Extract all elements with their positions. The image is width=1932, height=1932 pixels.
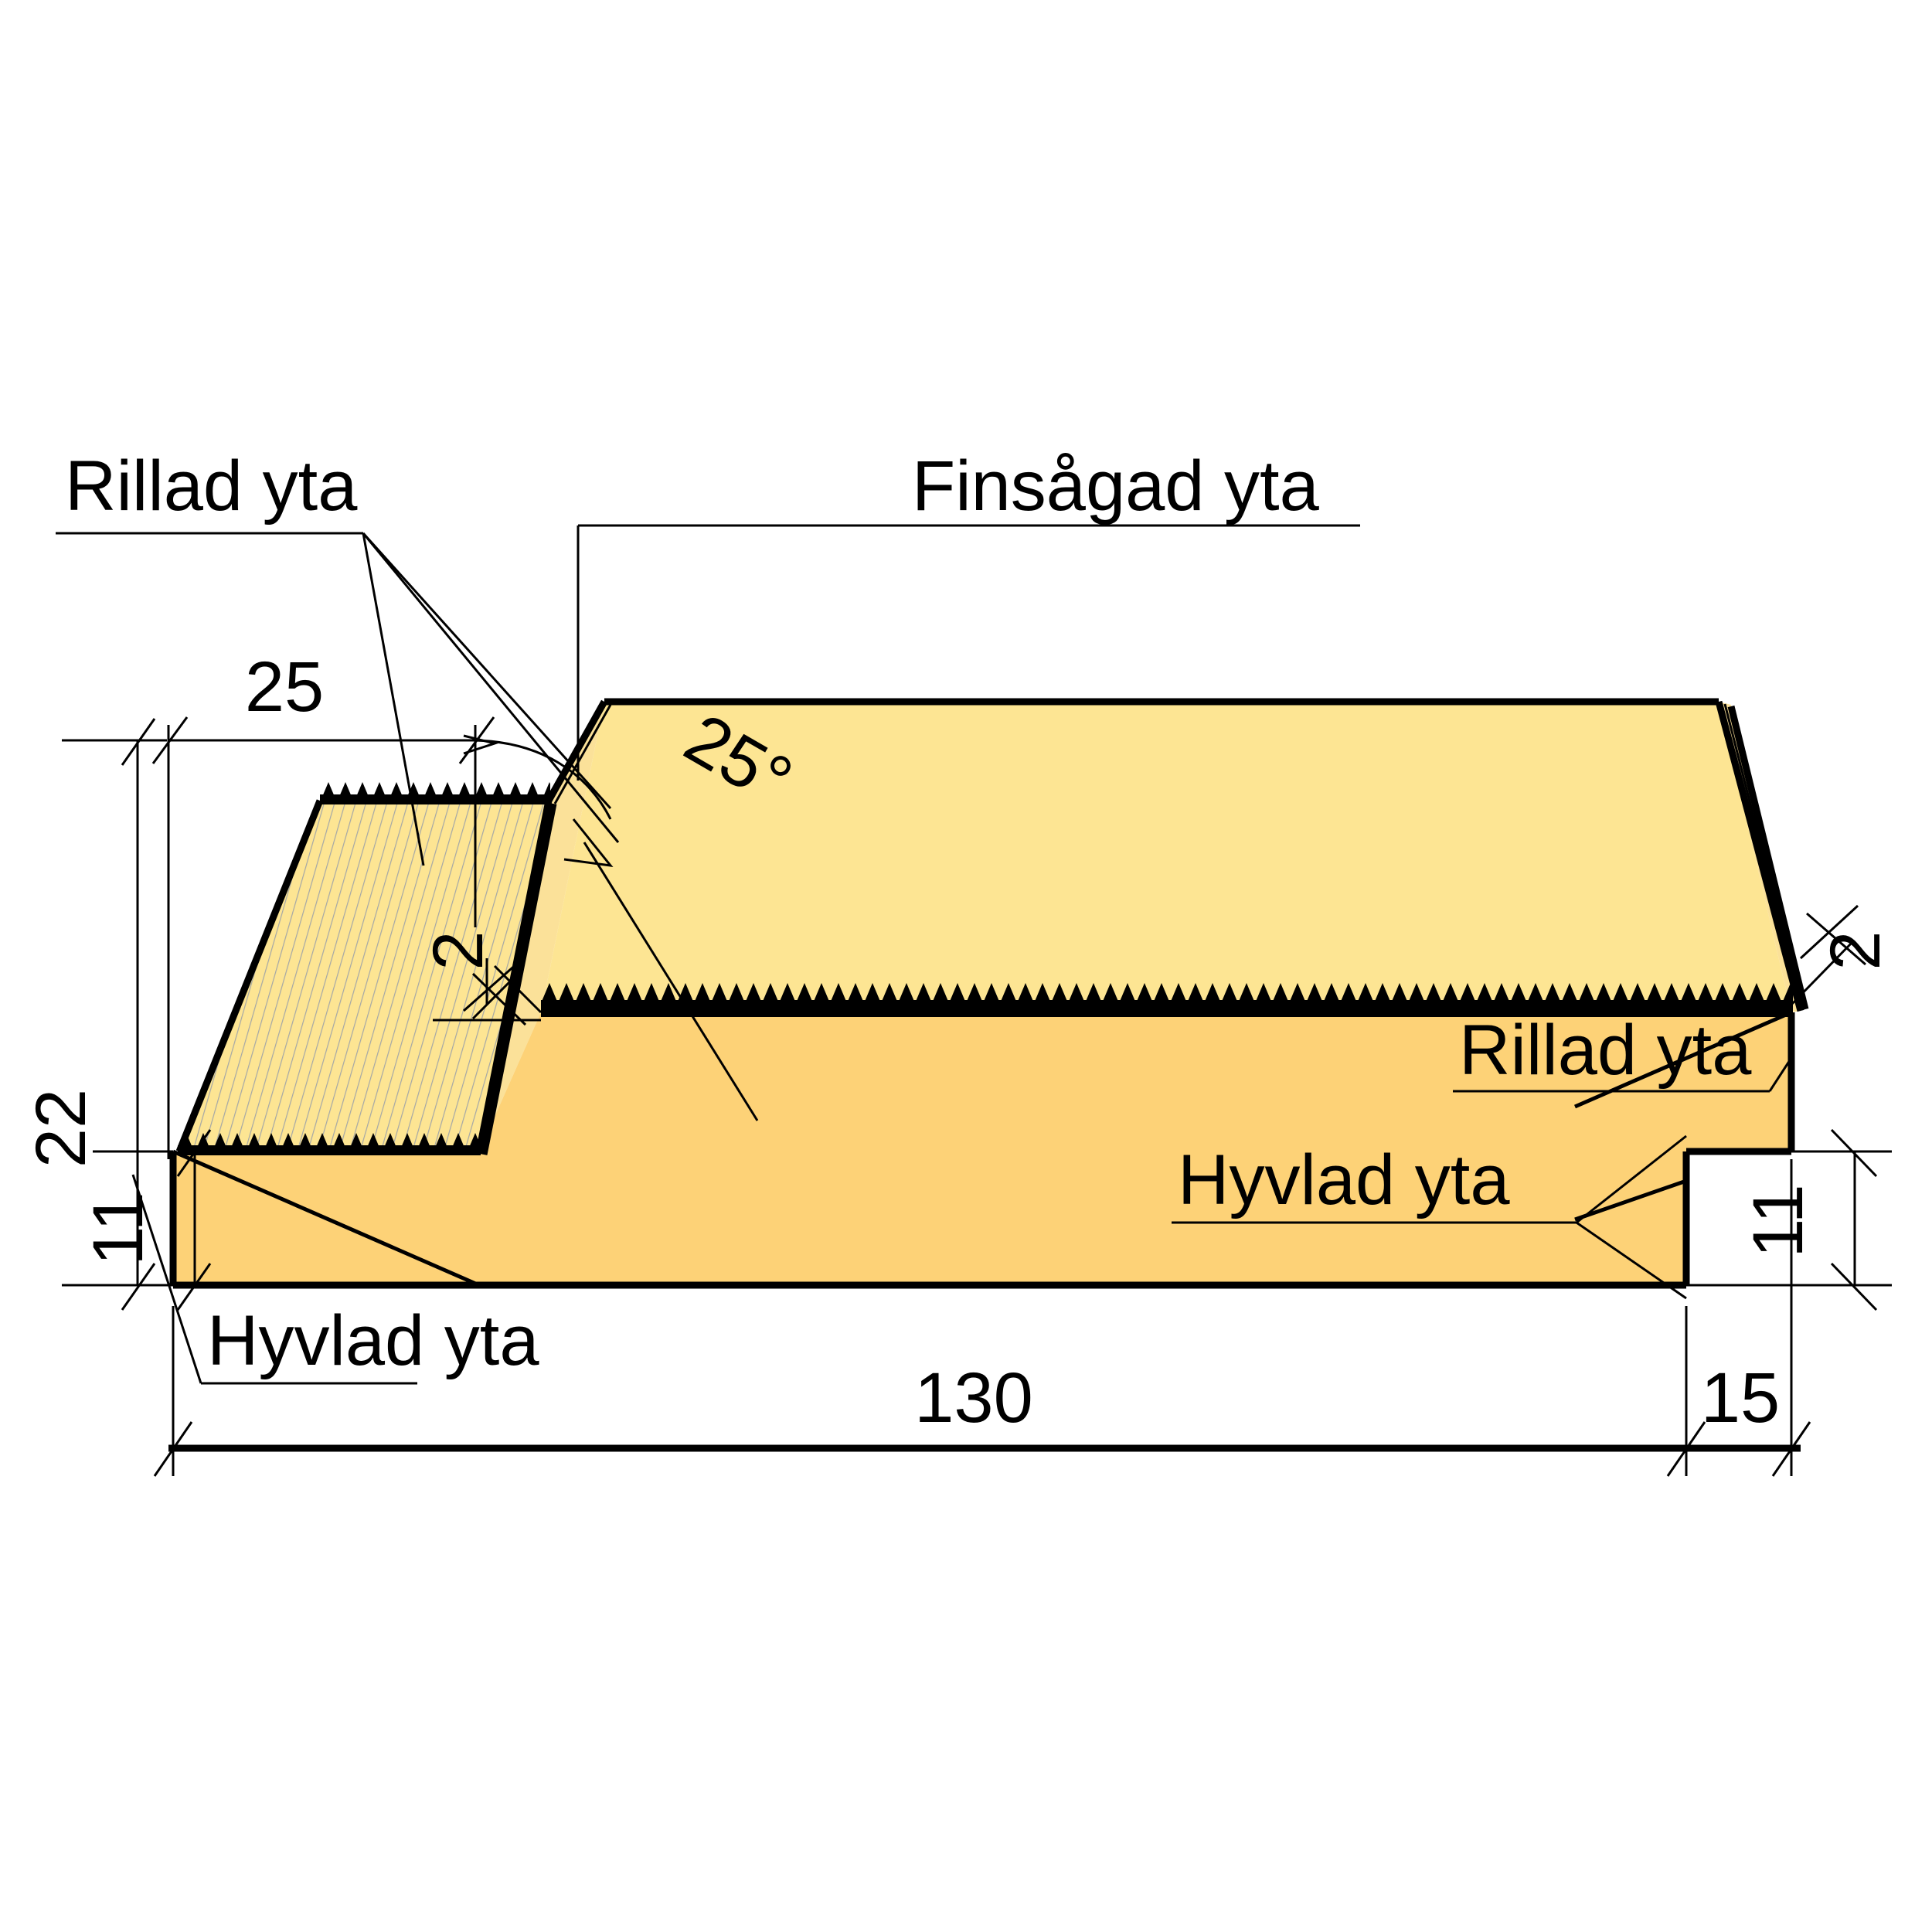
- dimension-height-11-right: 11: [1739, 1184, 1818, 1258]
- rough-sawn-edges: [178, 782, 1795, 1155]
- top-face-finsagad: [541, 702, 1791, 1012]
- rough-band-main: [541, 1000, 1793, 1017]
- bevel-face: [479, 702, 604, 1151]
- top-face-rillad-ledge-hatch: [179, 801, 549, 1151]
- label-rillad-yta-top: Rillad yta: [65, 447, 358, 526]
- label-finsagad-yta: Finsågad yta: [912, 447, 1320, 526]
- label-hyvlad-yta-bottom: Hyvlad yta: [207, 1301, 539, 1380]
- board-solid: [173, 702, 1801, 1285]
- dimension-width-25: 25: [245, 648, 324, 726]
- leader-lines: [56, 524, 1791, 1385]
- dimension-length-130: 130: [914, 1359, 1033, 1437]
- board-outlines: [169, 698, 1809, 1289]
- dimension-thickness-2-left: 2: [419, 930, 498, 970]
- dimension-length-15: 15: [1701, 1359, 1780, 1437]
- dimension-thickness-2-right: 2: [1816, 930, 1895, 970]
- label-rillad-yta-right: Rillad yta: [1459, 1011, 1752, 1090]
- label-hyvlad-yta-right: Hyvlad yta: [1178, 1141, 1510, 1219]
- dimension-height-11-left: 11: [79, 1192, 158, 1266]
- dimension-height-22: 22: [22, 1089, 100, 1168]
- front-face-hyvlad: [173, 1012, 1791, 1285]
- dimension-lines: [62, 716, 1892, 1477]
